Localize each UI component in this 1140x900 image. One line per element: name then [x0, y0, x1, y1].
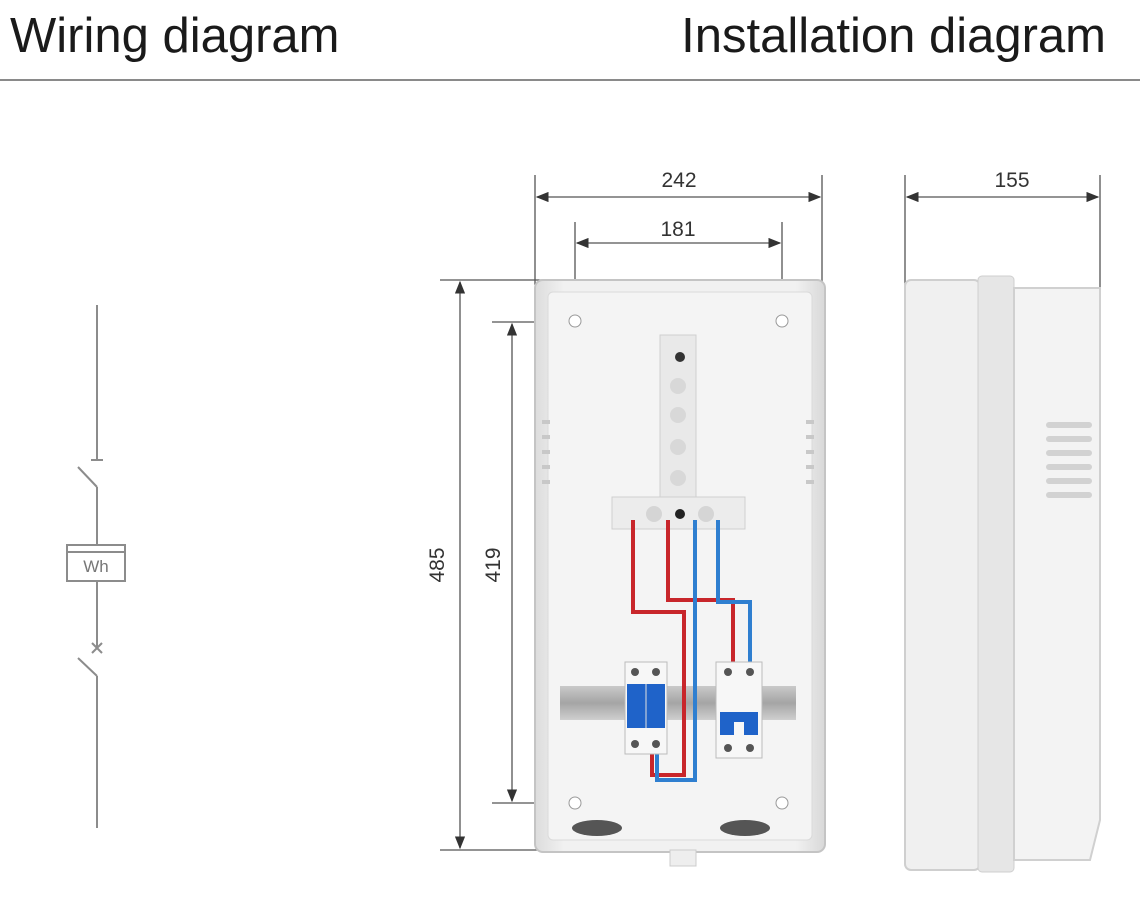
meter-label: Wh	[83, 557, 109, 576]
wiring-diagram-heading: Wiring diagram	[10, 9, 340, 63]
cable-gland-right	[720, 820, 770, 836]
main-breaker	[624, 661, 668, 755]
hole-spacing-horizontal-dimension: 181	[660, 218, 695, 241]
seal-tab	[669, 849, 697, 867]
side-vent-slots	[1046, 422, 1092, 498]
header-divider	[0, 79, 1140, 81]
circuit-breaker-blade	[77, 657, 98, 677]
height-dimension: 485	[426, 547, 449, 582]
installation-diagram-heading: Installation diagram	[681, 9, 1106, 63]
isolator-switch-blade	[77, 466, 98, 488]
hole-spacing-vertical-dimension: 419	[482, 547, 505, 582]
vent-slots	[542, 420, 814, 484]
enclosure-front-view	[534, 279, 826, 867]
cable-gland-left	[572, 820, 622, 836]
live-wire-in	[631, 520, 686, 777]
single-line-wiring-diagram	[66, 305, 126, 828]
mounting-holes	[568, 314, 789, 810]
neutral-wire-out	[716, 520, 752, 670]
neutral-wire-in	[655, 520, 697, 782]
outgoing-breaker	[715, 661, 763, 759]
live-wire-out	[666, 520, 735, 670]
enclosure-side-view	[904, 275, 1101, 873]
side-dimension-lines	[904, 175, 1101, 290]
depth-dimension: 155	[994, 169, 1029, 192]
width-dimension: 242	[661, 169, 696, 192]
